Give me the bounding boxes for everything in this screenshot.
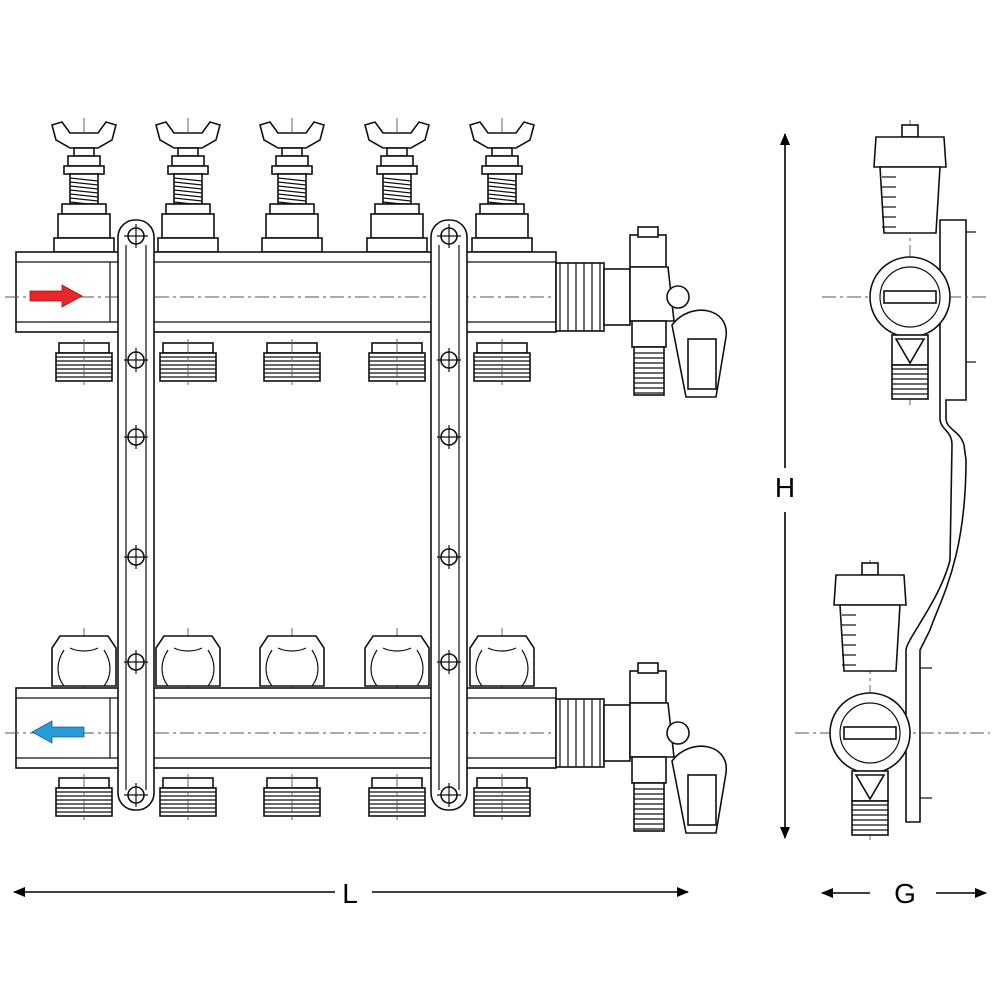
lockshield-nut-1 [51,628,117,688]
supply-outlet-fittings [55,339,531,387]
bracket-1 [117,219,155,811]
return-lockshield-nuts [51,628,535,688]
supply-outlet-3 [263,339,321,387]
return-outlet-5 [473,774,531,822]
dimension-length: L [13,878,689,909]
dimension-height: H [775,133,795,839]
supply-flow-valves [51,118,535,253]
end-fittings [555,226,727,834]
return-outlet-2 [159,774,217,822]
supply-outlet-1 [55,339,113,387]
supply-bar [5,251,560,333]
flow-valve-5 [469,118,535,253]
dimension-label-g: G [894,878,916,909]
return-outlet-fittings [55,774,531,822]
supply-outlet-5 [473,339,531,387]
supply-outlet-4 [368,339,426,387]
bracket-2 [430,219,468,811]
return-end-fitting [555,662,727,834]
lockshield-nut-5 [469,628,535,688]
flow-valve-3 [259,118,325,253]
lockshield-nut-4 [364,628,430,688]
side-return-module [829,562,911,836]
mounting-brackets [117,219,468,811]
flow-valve-2 [155,118,221,253]
side-supply-module [869,124,951,400]
lockshield-nut-3 [259,628,325,688]
dimension-label-h: H [775,472,795,503]
flow-valve-1 [51,118,117,253]
dimension-label-l: L [342,878,358,909]
supply-flow-arrow [29,284,83,308]
side-view [795,120,990,840]
return-outlet-4 [368,774,426,822]
return-bar [5,687,560,769]
supply-end-fitting [555,226,727,398]
supply-outlet-2 [159,339,217,387]
return-outlet-3 [263,774,321,822]
lockshield-nut-2 [155,628,221,688]
return-flow-arrow [31,720,85,744]
flow-valve-4 [364,118,430,253]
dimension-depth: G [821,878,987,909]
return-outlet-1 [55,774,113,822]
